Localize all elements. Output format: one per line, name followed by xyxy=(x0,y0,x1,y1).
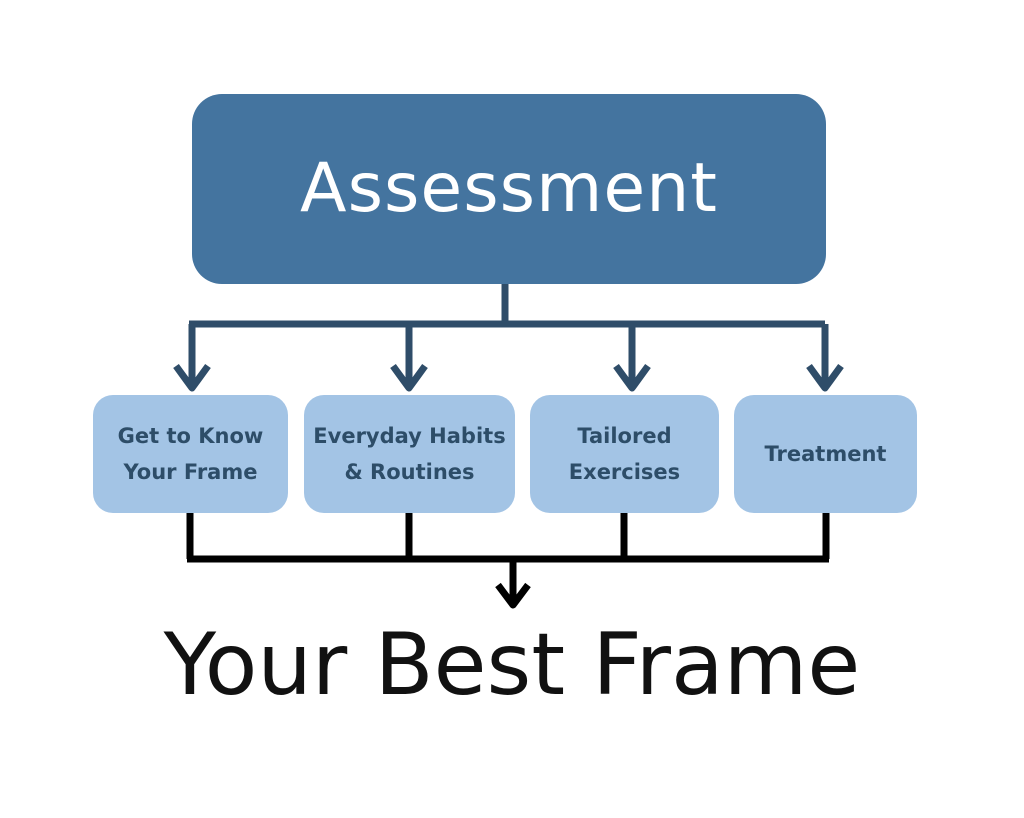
sub-box-label: Tailored Exercises xyxy=(568,424,681,484)
sub-box-label: Treatment xyxy=(764,442,887,466)
arrowhead-2 xyxy=(390,363,428,392)
sub-box-label: Everyday Habits & Routines xyxy=(313,424,506,484)
tailored-exercises-box: Tailored Exercises xyxy=(530,395,719,513)
top-connector-group xyxy=(173,284,844,392)
arrowhead-1 xyxy=(173,363,211,392)
result-arrowhead xyxy=(495,582,531,609)
arrowhead-3 xyxy=(613,363,651,392)
your-best-frame-title: Your Best Frame xyxy=(163,615,861,715)
arrowhead-4 xyxy=(806,363,844,392)
sub-box-label: Get to Know Your Frame xyxy=(117,424,264,484)
assessment-box: Assessment xyxy=(192,94,826,284)
assessment-label: Assessment xyxy=(300,149,718,228)
treatment-box: Treatment xyxy=(734,395,917,513)
get-to-know-your-frame-box: Get to Know Your Frame xyxy=(93,395,288,513)
everyday-habits-routines-box: Everyday Habits & Routines xyxy=(304,395,515,513)
bottom-connector-group xyxy=(186,513,830,609)
